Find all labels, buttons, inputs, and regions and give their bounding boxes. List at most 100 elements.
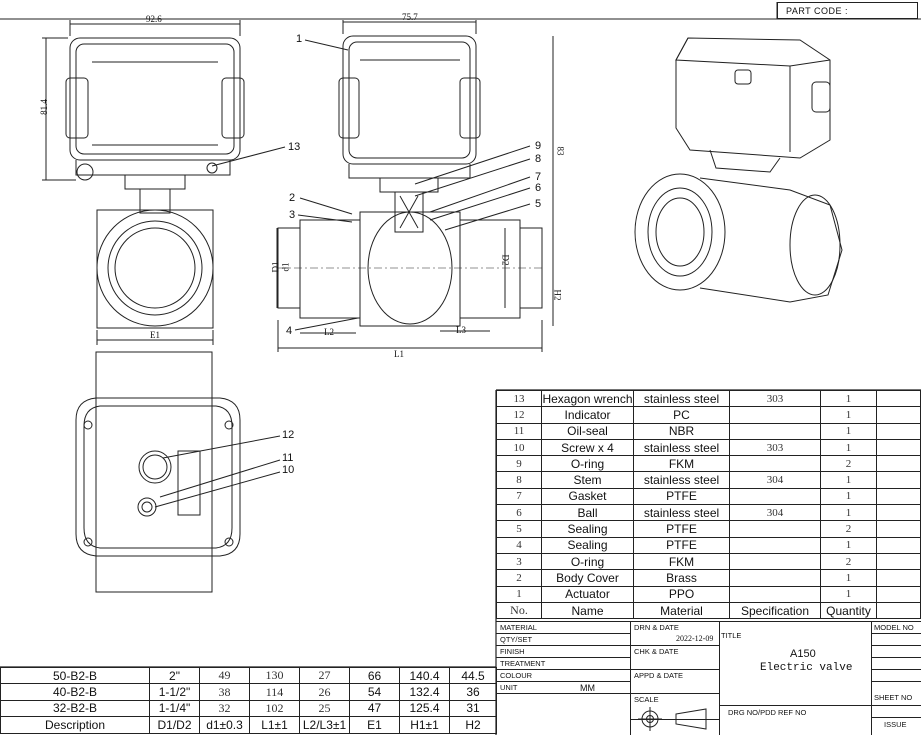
tb-colour-label: COLOUR: [500, 671, 533, 680]
parts-cell-material: FKM: [633, 552, 730, 571]
parts-cell-no: 8: [496, 471, 542, 489]
parts-header-name: Name: [541, 601, 634, 620]
dim-d1-small: d1: [280, 262, 291, 272]
dims-cell: 31: [449, 699, 497, 718]
parts-cell-qty: 1: [820, 504, 877, 522]
parts-cell-qty: 2: [820, 520, 877, 538]
parts-cell-name: O-ring: [541, 455, 634, 473]
parts-cell-no: 6: [496, 504, 542, 522]
parts-cell-spec: [729, 536, 821, 554]
parts-cell-extra: [876, 585, 921, 603]
part-code-label: PART CODE :: [786, 6, 849, 16]
parts-cell-spec: 303: [729, 438, 821, 457]
dims-header-cell: L2/L3±1: [299, 716, 350, 734]
parts-cell-material: PTFE: [633, 536, 730, 554]
tb-appd-date-label: APPD & DATE: [634, 671, 684, 680]
dims-cell: 140.4: [399, 666, 450, 685]
parts-cell-spec: 303: [729, 389, 821, 408]
dim-h2: H2: [552, 289, 563, 301]
parts-cell-material: PTFE: [633, 520, 730, 538]
parts-cell-extra: [876, 536, 921, 554]
callout-10: 10: [282, 464, 295, 476]
parts-cell-spec: [729, 585, 821, 603]
tb-chk-date-label: CHK & DATE: [634, 647, 679, 656]
parts-cell-no: 3: [496, 552, 542, 571]
parts-cell-spec: [729, 422, 821, 440]
parts-cell-qty: 1: [820, 406, 877, 424]
callout-5: 5: [535, 198, 542, 210]
dim-l1: L1: [394, 349, 404, 359]
parts-cell-qty: 1: [820, 438, 877, 457]
parts-cell-name: O-ring: [541, 552, 634, 571]
dims-header-cell: d1±0.3: [199, 716, 250, 734]
dims-cell: 32-B2-B: [0, 699, 150, 718]
parts-cell-material: stainless steel: [633, 389, 730, 408]
parts-cell-spec: [729, 487, 821, 506]
dims-header-cell: E1: [349, 716, 400, 734]
callout-1: 1: [296, 33, 303, 45]
parts-cell-qty: 1: [820, 585, 877, 603]
parts-cell-material: stainless steel: [633, 471, 730, 489]
dims-cell: 40-B2-B: [0, 683, 150, 701]
dims-cell: 54: [349, 683, 400, 701]
dim-l2: L2: [324, 327, 334, 337]
parts-cell-spec: [729, 455, 821, 473]
callout-8: 8: [535, 153, 542, 165]
dim-l3: L3: [456, 325, 466, 335]
callout-7: 7: [535, 171, 542, 183]
parts-cell-extra: [876, 406, 921, 424]
parts-cell-no: 1: [496, 585, 542, 603]
tb-drn-date-value: 2022-12-09: [676, 634, 714, 643]
dims-cell: 27: [299, 666, 350, 685]
parts-cell-no: 4: [496, 536, 542, 554]
tb-sheet-no-label: SHEET NO: [874, 693, 913, 702]
parts-cell-material: PC: [633, 406, 730, 424]
dims-cell: 38: [199, 683, 250, 701]
tb-unit-label: UNIT: [500, 683, 518, 692]
dim-d1: D1: [270, 261, 281, 273]
dims-cell: 130: [249, 666, 300, 685]
parts-header-qty: Quantity: [820, 601, 877, 620]
parts-cell-name: Body Cover: [541, 569, 634, 587]
parts-cell-spec: 304: [729, 504, 821, 522]
parts-cell-material: PTFE: [633, 487, 730, 506]
tb-treatment-label: TREATMENT: [500, 659, 546, 668]
parts-cell-spec: [729, 406, 821, 424]
parts-cell-extra: [876, 389, 921, 408]
tb-issue-label: ISSUE: [884, 720, 907, 729]
parts-cell-qty: 1: [820, 487, 877, 506]
tb-qty-label: QTY/SET: [500, 635, 533, 644]
parts-cell-qty: 1: [820, 422, 877, 440]
dims-header-cell: L1±1: [249, 716, 300, 734]
tb-unit-value: MM: [580, 683, 595, 693]
parts-cell-no: 10: [496, 438, 542, 457]
tb-title-label: TITLE: [721, 631, 742, 640]
dims-cell: 36: [449, 683, 497, 701]
dims-cell: 1-1/4": [149, 699, 200, 718]
dims-cell: 50-B2-B: [0, 666, 150, 685]
dims-cell: 25: [299, 699, 350, 718]
callout-13: 13: [288, 141, 301, 153]
callout-2: 2: [289, 192, 296, 204]
tb-title-line2: Electric valve: [760, 662, 853, 674]
parts-cell-material: NBR: [633, 422, 730, 440]
tb-model-no-label: MODEL NO: [874, 623, 914, 632]
parts-cell-name: Hexagon wrench: [541, 389, 634, 408]
tb-scale-label: SCALE: [634, 695, 659, 704]
dim-width-left: 92.6: [146, 14, 162, 24]
